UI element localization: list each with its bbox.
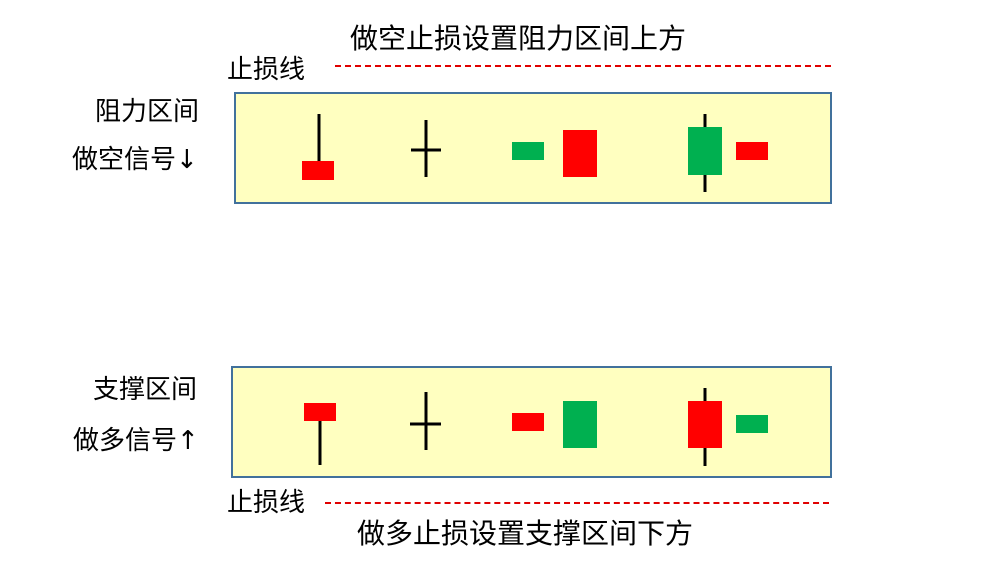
support-zone-label: 支撑区间 xyxy=(93,375,198,405)
bearish-candle xyxy=(304,403,336,421)
bearish-candle xyxy=(512,413,544,431)
short-signal-label: 做空信号↓ xyxy=(72,145,198,175)
bottom-title: 做多止损设置支撑区间下方 xyxy=(357,517,694,550)
bullish-candle xyxy=(563,401,597,448)
top-candles xyxy=(302,114,768,192)
top-stop-line-label: 止损线 xyxy=(227,55,306,85)
bullish-candle xyxy=(512,142,544,160)
bearish-candle xyxy=(302,161,334,180)
top-title: 做空止损设置阻力区间上方 xyxy=(350,22,687,55)
top-stop-line xyxy=(335,65,831,67)
bottom-stop-line xyxy=(325,502,829,504)
bearish-candle xyxy=(563,130,597,177)
bottom-stop-line-label: 止损线 xyxy=(227,488,306,518)
bullish-candle xyxy=(688,127,722,175)
bullish-candle xyxy=(736,415,768,433)
bearish-candle xyxy=(688,401,722,448)
bottom-candles xyxy=(304,388,768,466)
bearish-candle xyxy=(736,142,768,160)
resistance-zone-label: 阻力区间 xyxy=(95,97,200,127)
long-signal-label: 做多信号↑ xyxy=(73,426,199,456)
